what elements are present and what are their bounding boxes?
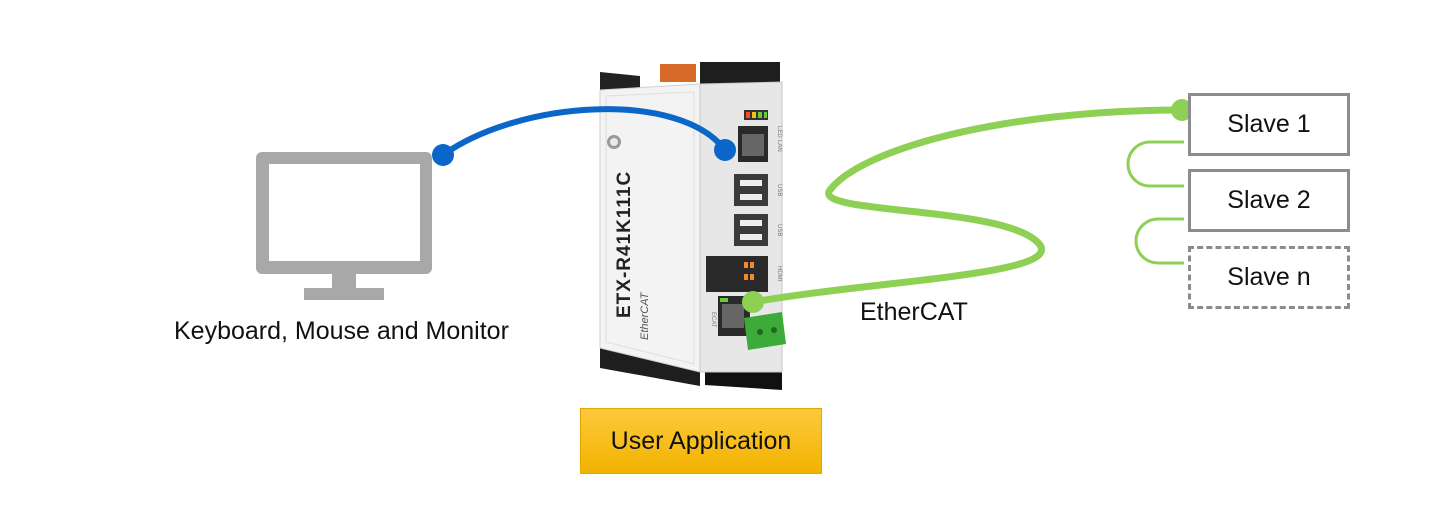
device-model-text: ETX-R41K111C	[614, 171, 635, 318]
port-label-usb-2: USB	[776, 224, 782, 236]
slave-link-1-2	[1126, 140, 1184, 188]
usb-cable	[440, 106, 728, 158]
port-label-ecat: ECAT	[710, 312, 716, 328]
slave-1-label: Slave 1	[1227, 110, 1311, 138]
cable-endpoint-lan	[714, 139, 736, 161]
slave-n-label: Slave n	[1227, 263, 1311, 291]
monitor-label: Keyboard, Mouse and Monitor	[174, 317, 509, 345]
ethercat-label: EtherCAT	[860, 298, 968, 326]
ethercat-cable	[749, 106, 1186, 306]
cable-endpoint-monitor	[432, 144, 454, 166]
cable-endpoint-ecat	[742, 291, 764, 313]
monitor-icon	[256, 152, 432, 300]
device-brand-text: EtherCAT	[639, 291, 651, 340]
user-application-label: User Application	[610, 426, 792, 455]
port-label-hdmi: HDMI	[776, 266, 782, 282]
port-label-usb-1: USB	[776, 184, 782, 196]
slave-link-2-n	[1134, 217, 1184, 265]
slave-1-box: Slave 1	[1188, 93, 1350, 156]
slave-2-label: Slave 2	[1227, 186, 1311, 214]
cable-endpoint-slave-1	[1171, 99, 1193, 121]
user-application-button[interactable]: User Application	[580, 408, 822, 474]
port-label-led: LED	[776, 126, 782, 138]
slave-n-box: Slave n	[1188, 246, 1350, 309]
port-label-lan: LAN	[776, 140, 782, 152]
slave-2-box: Slave 2	[1188, 169, 1350, 232]
